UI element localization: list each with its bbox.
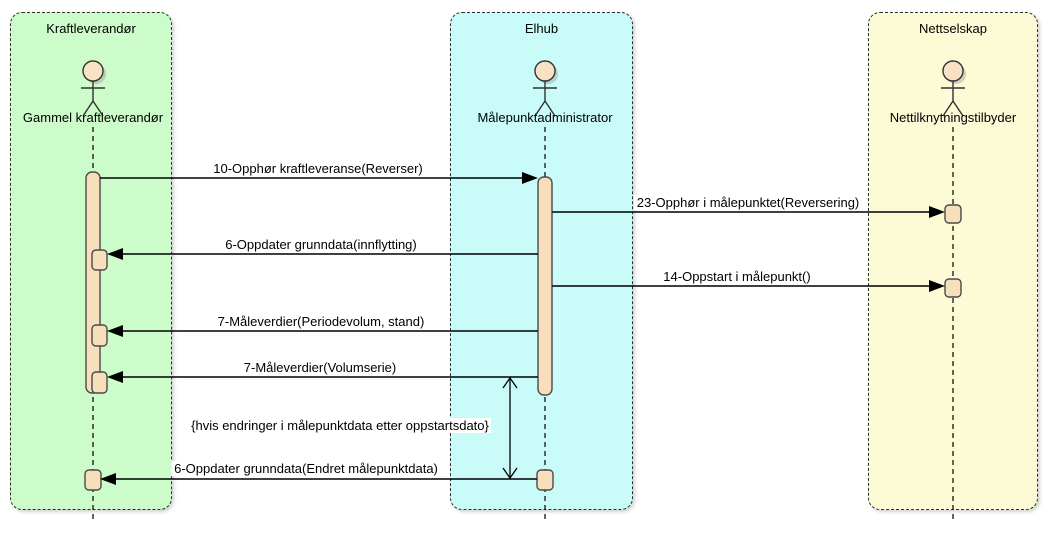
lane-kraftleverandor: Kraftleverandør <box>10 12 172 510</box>
lane-title-kraftleverandor: Kraftleverandør <box>46 21 136 36</box>
actor-label-malepunktadministrator: Målepunktadministrator <box>477 110 613 125</box>
actor-label-gammel-kraftleverandor: Gammel kraftleverandør <box>22 110 164 125</box>
lane-elhub: Elhub <box>450 12 633 510</box>
message-label-5: 7-Måleverdier(Periodevolum, stand) <box>214 314 428 329</box>
lane-nettselskap: Nettselskap <box>868 12 1038 510</box>
message-label-3: 6-Oppdater grunndata(innflytting) <box>222 237 420 252</box>
constraint-note: {hvis endringer i målepunktdata etter op… <box>189 418 491 433</box>
message-label-4: 14-Oppstart i målepunkt() <box>660 269 814 284</box>
lane-title-elhub: Elhub <box>524 21 559 36</box>
message-label-1: 10-Opphør kraftleveranse(Reverser) <box>210 161 426 176</box>
message-label-7: 6-Oppdater grunndata(Endret målepunktdat… <box>171 461 441 476</box>
actor-label-nettilknytningstilbyder: Nettilknytningstilbyder <box>889 110 1017 125</box>
message-label-6: 7-Måleverdier(Volumserie) <box>240 360 400 375</box>
lane-title-nettselskap: Nettselskap <box>919 21 987 36</box>
message-label-2: 23-Opphør i målepunktet(Reversering) <box>633 195 863 210</box>
